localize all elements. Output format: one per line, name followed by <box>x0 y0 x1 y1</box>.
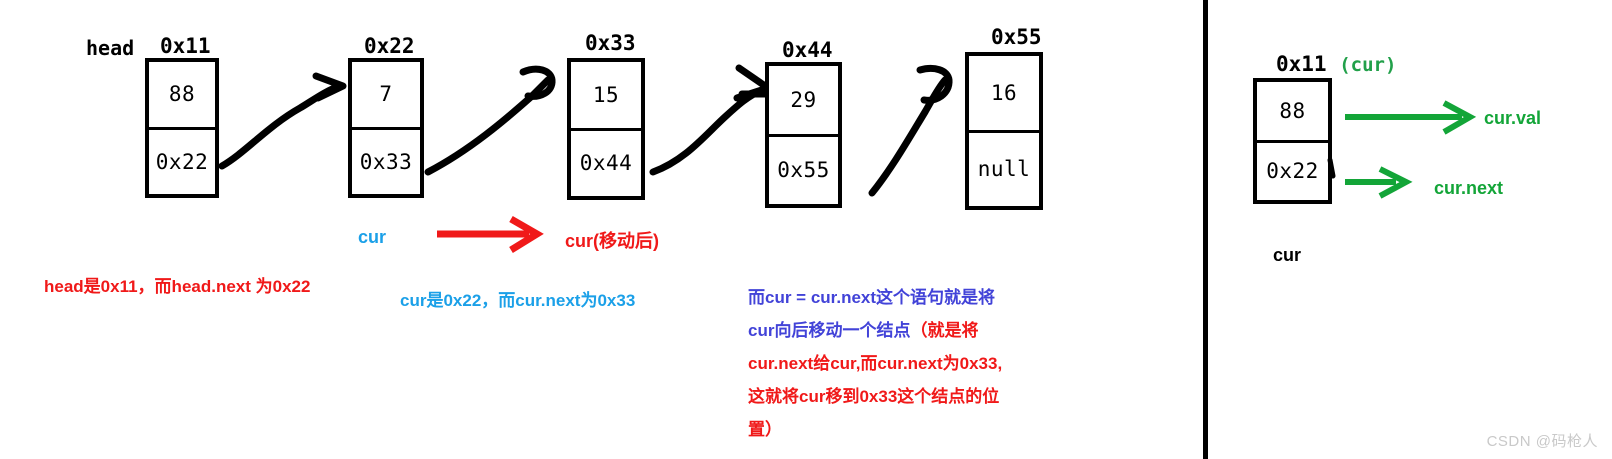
right-node-value: 88 <box>1257 82 1328 143</box>
node-next-0x33: 0x44 <box>579 151 633 176</box>
node-next-0x22: 0x33 <box>359 149 413 174</box>
explain-line-5: 置） <box>748 420 782 439</box>
node-next-0x11: 0x22 <box>155 149 209 174</box>
node-address-0x33: 0x33 <box>585 31 636 55</box>
list-node-0x11: 88 0x22 <box>145 58 219 198</box>
list-node-0x44: 29 0x55 <box>765 62 842 208</box>
node-next-0x44: 0x55 <box>777 158 830 183</box>
right-node-address-text: 0x11 <box>1276 52 1327 76</box>
explain-line-2a: cur向后移动一个结点 <box>748 321 911 340</box>
node-address-0x11: 0x11 <box>160 34 211 58</box>
explain-line-2b: （就是将 <box>910 321 979 340</box>
explain-line-4: 这就将cur移到0x33这个结点的位 <box>748 387 1000 406</box>
node-address-0x44: 0x44 <box>782 38 833 62</box>
arrow-node4-to-node5 <box>868 76 949 197</box>
node-address-0x22: 0x22 <box>364 34 415 58</box>
node-value-0x33: 15 <box>571 62 641 131</box>
explain-line-1: 而cur = cur.next这个语句就是将 <box>748 288 996 307</box>
node-value-0x44: 29 <box>769 66 838 137</box>
panel-divider <box>1203 0 1208 459</box>
explain-line-2: cur向后移动一个结点（就是将 <box>748 316 978 341</box>
label-cur-val: cur.val <box>1484 108 1542 128</box>
note-cur-next: cur是0x22，而cur.next为0x33 <box>400 291 636 310</box>
list-node-0x33: 15 0x44 <box>567 58 645 200</box>
node-value-0x55: 16 <box>969 56 1039 133</box>
list-node-0x55: 16 null <box>965 52 1043 210</box>
head-pointer-label: head <box>86 36 135 60</box>
right-node-address: 0x11 (cur) <box>1276 52 1396 76</box>
node-value-0x11: 88 <box>149 62 215 130</box>
node-value-0x22: 7 <box>352 62 420 130</box>
csdn-watermark: CSDN @码枪人 <box>1486 433 1598 450</box>
arrow-node3-to-node4 <box>649 86 766 176</box>
cur-after-label: cur(移动后) <box>565 231 659 251</box>
explain-line-3: cur.next给cur,而cur.next为0x33, <box>748 354 1003 373</box>
node-next-0x55: null <box>977 157 1031 182</box>
right-node-next: 0x22 <box>1266 159 1319 184</box>
arrow-node2-to-node3 <box>424 76 552 176</box>
node-address-0x55: 0x55 <box>991 25 1042 49</box>
arrow-node1-to-node2 <box>218 82 344 170</box>
list-node-0x22: 7 0x33 <box>348 58 424 198</box>
label-cur-next: cur.next <box>1434 178 1504 198</box>
right-panel-caption: cur <box>1273 245 1302 265</box>
right-list-node: 88 0x22 <box>1253 78 1332 204</box>
note-head-next: head是0x11，而head.next 为0x22 <box>44 277 311 296</box>
right-node-cur-tag: (cur) <box>1339 54 1397 76</box>
cur-before-label: cur <box>358 227 387 247</box>
